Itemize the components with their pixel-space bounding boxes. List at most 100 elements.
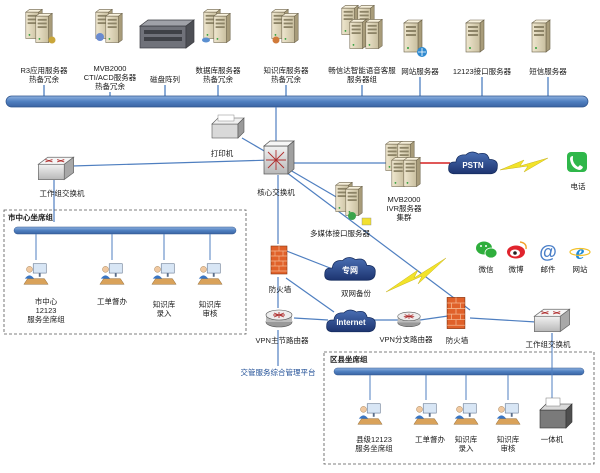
- media-label: 网站: [573, 264, 588, 274]
- server-label: CTI/ACD服务器: [84, 72, 137, 82]
- server-label: 畅信达智能语音客服: [328, 65, 396, 75]
- city-center-title: 市中心坐席组: [8, 212, 53, 222]
- database-server-icon: [202, 8, 231, 44]
- printer-label: 打印机: [211, 148, 234, 158]
- district-bus: [333, 367, 585, 376]
- workgroup-switch-left-icon: [37, 156, 75, 181]
- vpn-branch-label: VPN分支路由器: [380, 334, 433, 344]
- dual-backup-label: 双网备份: [341, 288, 371, 298]
- seat-label: 市中心: [35, 296, 58, 306]
- server-label: 热备冗余: [271, 74, 301, 84]
- seat-icon: [357, 403, 383, 425]
- svg-text:e: e: [576, 242, 585, 264]
- seat-icon: [151, 263, 177, 285]
- district-seat-links: [369, 346, 553, 400]
- seat-label: 一体机: [541, 434, 564, 444]
- r3-app-server-icon: [25, 8, 56, 44]
- sms-server-icon: [531, 19, 551, 53]
- seat-icon: [453, 403, 479, 425]
- ivr-label: IVR服务器: [386, 203, 422, 213]
- firewall-left-label: 防火墙: [269, 284, 292, 294]
- media-label: 微信: [479, 264, 494, 274]
- seat-label: 审核: [501, 443, 516, 453]
- media-server-label: 多媒体接口服务器: [310, 228, 370, 238]
- server-label: 热备冗余: [95, 81, 125, 91]
- signal-bolt-icon: [499, 157, 549, 173]
- seat-icon: [99, 263, 125, 285]
- city-seat-links: [35, 234, 211, 260]
- seat-label: 工单督办: [415, 434, 445, 444]
- social-media-icons: @ e 微信 微博 邮件 网站: [476, 241, 591, 274]
- seat-label: 审核: [203, 308, 218, 318]
- server-label: 知识库服务器: [264, 65, 309, 75]
- server-label: 网站服务器: [401, 66, 439, 76]
- mail-icon: @: [539, 242, 557, 262]
- server-label: 热备冗余: [203, 74, 233, 84]
- vpn-branch-router-icon: [397, 311, 421, 328]
- server-label: R3应用服务器: [20, 65, 68, 75]
- firewall-left-icon: [270, 245, 288, 275]
- server-label: MVB2000: [94, 64, 127, 73]
- seat-icon: [495, 403, 521, 425]
- printer-icon: [211, 114, 245, 139]
- ivr-label: 集群: [397, 212, 412, 222]
- firewall-right-icon: [446, 297, 466, 329]
- svg-text:@: @: [539, 242, 557, 262]
- workgroup-switch-left-label: 工作组交换机: [40, 188, 85, 198]
- seat-label: 知识库: [497, 434, 520, 444]
- knowledge-base-server-icon: [271, 8, 299, 44]
- core-switch-icon: [263, 140, 295, 175]
- seat-label: 工单督办: [97, 296, 127, 306]
- pstn-label: PSTN: [462, 161, 484, 170]
- seat-label: 知识库: [199, 299, 222, 309]
- server-drop-lines: [43, 77, 549, 96]
- interface-12123-server-icon: [465, 19, 485, 53]
- media-label: 邮件: [541, 264, 556, 274]
- firewall-right-label: 防火墙: [446, 335, 469, 345]
- server-label: 热备冗余: [29, 74, 59, 84]
- server-label: 磁盘阵列: [150, 74, 180, 84]
- vpn-main-router-icon: [265, 309, 293, 328]
- network-links: [53, 107, 553, 366]
- seat-icon: [413, 403, 439, 425]
- server-label: 12123接口服务器: [453, 66, 512, 76]
- phone-icon: [567, 152, 587, 172]
- traffic-platform-label: 交管服务综合管理平台: [241, 367, 316, 377]
- server-label: 服务器组: [347, 74, 377, 84]
- private-network-label: 专网: [342, 265, 358, 275]
- vpn-main-label: VPN主节路由器: [256, 335, 309, 345]
- seat-label: 12123: [36, 306, 57, 315]
- district-group-box: [323, 351, 595, 465]
- seat-label: 知识库: [455, 434, 478, 444]
- disk-array-icon: [138, 19, 196, 49]
- seat-label: 录入: [459, 444, 474, 453]
- seat-label: 服务坐席组: [355, 443, 393, 453]
- wechat-icon: [476, 241, 498, 259]
- signal-bolt-icon: [385, 257, 447, 293]
- website-server-icon: [403, 19, 427, 57]
- server-label: 数据库服务器: [196, 65, 241, 75]
- ivr-server-cluster-icon: [385, 140, 421, 188]
- district-title: 区县坐席组: [330, 354, 368, 364]
- phone-label: 电话: [571, 181, 586, 191]
- server-labels: R3应用服务器 热备冗余 MVB2000 CTI/ACD服务器 热备冗余 磁盘阵…: [20, 64, 567, 91]
- city-center-group-box: [3, 209, 247, 335]
- seat-icon: [197, 263, 223, 285]
- seat-label: 县级12123: [356, 434, 392, 444]
- workgroup-switch-right-icon: [533, 308, 571, 333]
- server-row: [25, 4, 551, 57]
- seat-label: 录入: [157, 309, 172, 318]
- media-interface-server-icon: [335, 181, 372, 226]
- cti-acd-server-icon: [95, 8, 123, 44]
- voice-service-server-group-icon: [341, 4, 383, 50]
- all-in-one-machine-icon: [539, 397, 573, 429]
- weibo-icon: [507, 241, 527, 259]
- internet-label: Internet: [336, 318, 366, 327]
- ivr-label: MVB2000: [388, 195, 421, 204]
- media-label: 微博: [509, 264, 524, 274]
- seat-icon: [23, 263, 49, 285]
- workgroup-switch-right-label: 工作组交换机: [526, 339, 571, 349]
- server-label: 短信服务器: [529, 66, 567, 76]
- core-switch-label: 核心交换机: [257, 187, 295, 197]
